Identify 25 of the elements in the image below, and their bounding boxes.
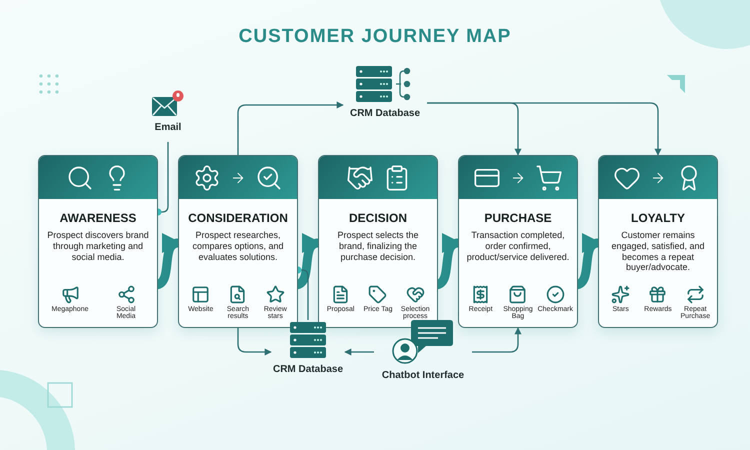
stage-title: AWARENESS	[58, 211, 138, 225]
node-label: CRM Database	[350, 108, 420, 120]
stage-description: Prospect discovers brand through marketing and social media.	[46, 230, 150, 262]
connector-arrow	[472, 327, 522, 353]
connector-arrow	[427, 102, 662, 156]
stage-card	[178, 155, 298, 328]
stage-description: Transaction completed, order confirmed, product/service delivered.	[466, 230, 570, 262]
node-label: Chatbot Interface	[382, 370, 464, 382]
stage-title: DECISION	[348, 211, 408, 225]
stage-card	[38, 155, 158, 328]
stage-title: CONSIDERATION	[187, 211, 289, 225]
node-label: Email	[154, 122, 182, 134]
connector-arrow	[237, 328, 272, 356]
stage-title: PURCHASE	[483, 211, 553, 225]
stage-description: Prospect researches, compares options, and evaluates solutions.	[191, 230, 285, 262]
stage-title: LOYALTY	[630, 211, 686, 225]
stage-description: Customer remains engaged, satisfied, and becomes a repeat buyer/advocate.	[610, 230, 706, 274]
diagram-title: CUSTOMER JOURNEY MAP	[238, 26, 512, 48]
stage-card	[598, 155, 718, 328]
node-label: CRM Database	[272, 364, 344, 376]
stage-description: Prospect selects the brand, finalizing the purchase decision.	[336, 230, 420, 262]
stage-card	[318, 155, 438, 328]
connector-arrow	[237, 102, 344, 155]
stage-card	[458, 155, 578, 328]
connector-arrow	[344, 348, 374, 356]
